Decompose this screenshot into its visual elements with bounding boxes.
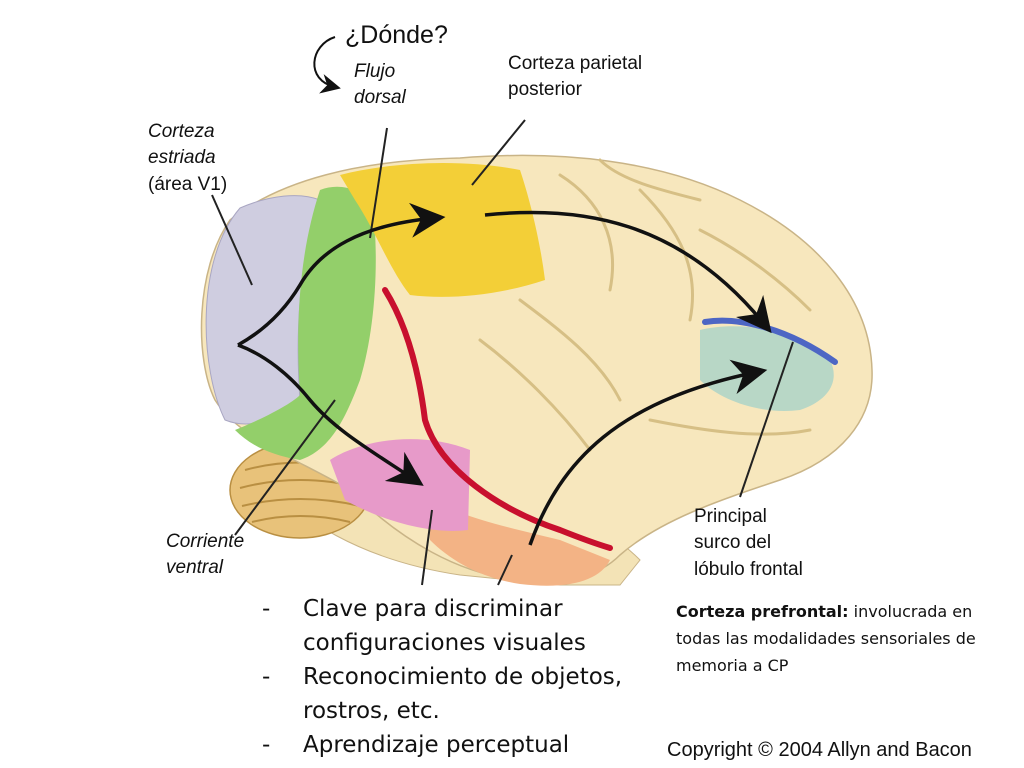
parietal-to-prefrontal-arrow xyxy=(484,210,772,334)
striate-label-line1: Corteza xyxy=(148,121,215,142)
prefrontal-description: Corteza prefrontal: involucrada en todas… xyxy=(676,598,996,679)
dorsal-stream-label-line2: dorsal xyxy=(354,87,406,108)
temporal-to-prefrontal-arrow xyxy=(528,359,768,546)
striate-label-line3: (área V1) xyxy=(148,174,228,195)
parietal-label-line2: posterior xyxy=(508,79,582,100)
sulcus-label-line2: surco del xyxy=(694,532,772,553)
pointer-line-dorsal xyxy=(369,127,388,239)
ventral-function-list: - Clave para discriminar configuraciones… xyxy=(262,592,662,762)
dorsal-stream-label-line1: Flujo xyxy=(354,61,396,82)
parietal-label-line1: Corteza parietal xyxy=(508,53,643,74)
pointer-line-ventral xyxy=(234,399,336,536)
bullet-line: Clave para discriminar xyxy=(303,596,563,622)
bullet-line: configuraciones visuales xyxy=(303,630,586,656)
dorsal-curl-arrow xyxy=(313,36,341,94)
sulcus-label-line1: Principal xyxy=(694,506,767,527)
ventral-stream-label-line1: Corriente xyxy=(166,531,245,552)
bullet-line: Reconocimiento de objetos, xyxy=(303,664,623,690)
ventral-stream-arrow xyxy=(237,343,424,486)
pointer-line-orange xyxy=(497,554,513,586)
ventral-stream-label-line2: ventral xyxy=(166,557,224,578)
green-extrastriate-region xyxy=(235,186,376,461)
pointer-line-parietal xyxy=(471,119,526,186)
sulcus-label-line3: lóbulo frontal xyxy=(694,559,803,580)
list-item: - Aprendizaje perceptual xyxy=(262,728,662,762)
bullet-dash: - xyxy=(262,596,271,622)
list-item: - Clave para discriminar configuraciones… xyxy=(262,592,662,660)
prefrontal-text: involucrada en todas las modalidades sen… xyxy=(676,602,976,675)
where-question-label: ¿Dónde? xyxy=(345,21,448,49)
pointer-line-v1 xyxy=(211,194,253,286)
pointer-line-bullets xyxy=(421,509,433,586)
bullet-line: Aprendizaje perceptual xyxy=(303,732,570,758)
copyright-notice: Copyright © 2004 Allyn and Bacon xyxy=(667,739,972,761)
bullet-line: rostros, etc. xyxy=(303,698,440,724)
prefrontal-title: Corteza prefrontal: xyxy=(676,602,849,621)
list-item: - Reconocimiento de objetos, rostros, et… xyxy=(262,660,662,728)
red-sulcus-line xyxy=(382,287,613,551)
striate-label-line2: estriada xyxy=(148,147,216,168)
orange-temporal-region xyxy=(430,500,610,586)
pointer-line-sulcus xyxy=(739,341,794,498)
bullet-dash: - xyxy=(262,664,271,690)
dorsal-stream-arrow xyxy=(237,202,446,347)
bullet-dash: - xyxy=(262,732,271,758)
